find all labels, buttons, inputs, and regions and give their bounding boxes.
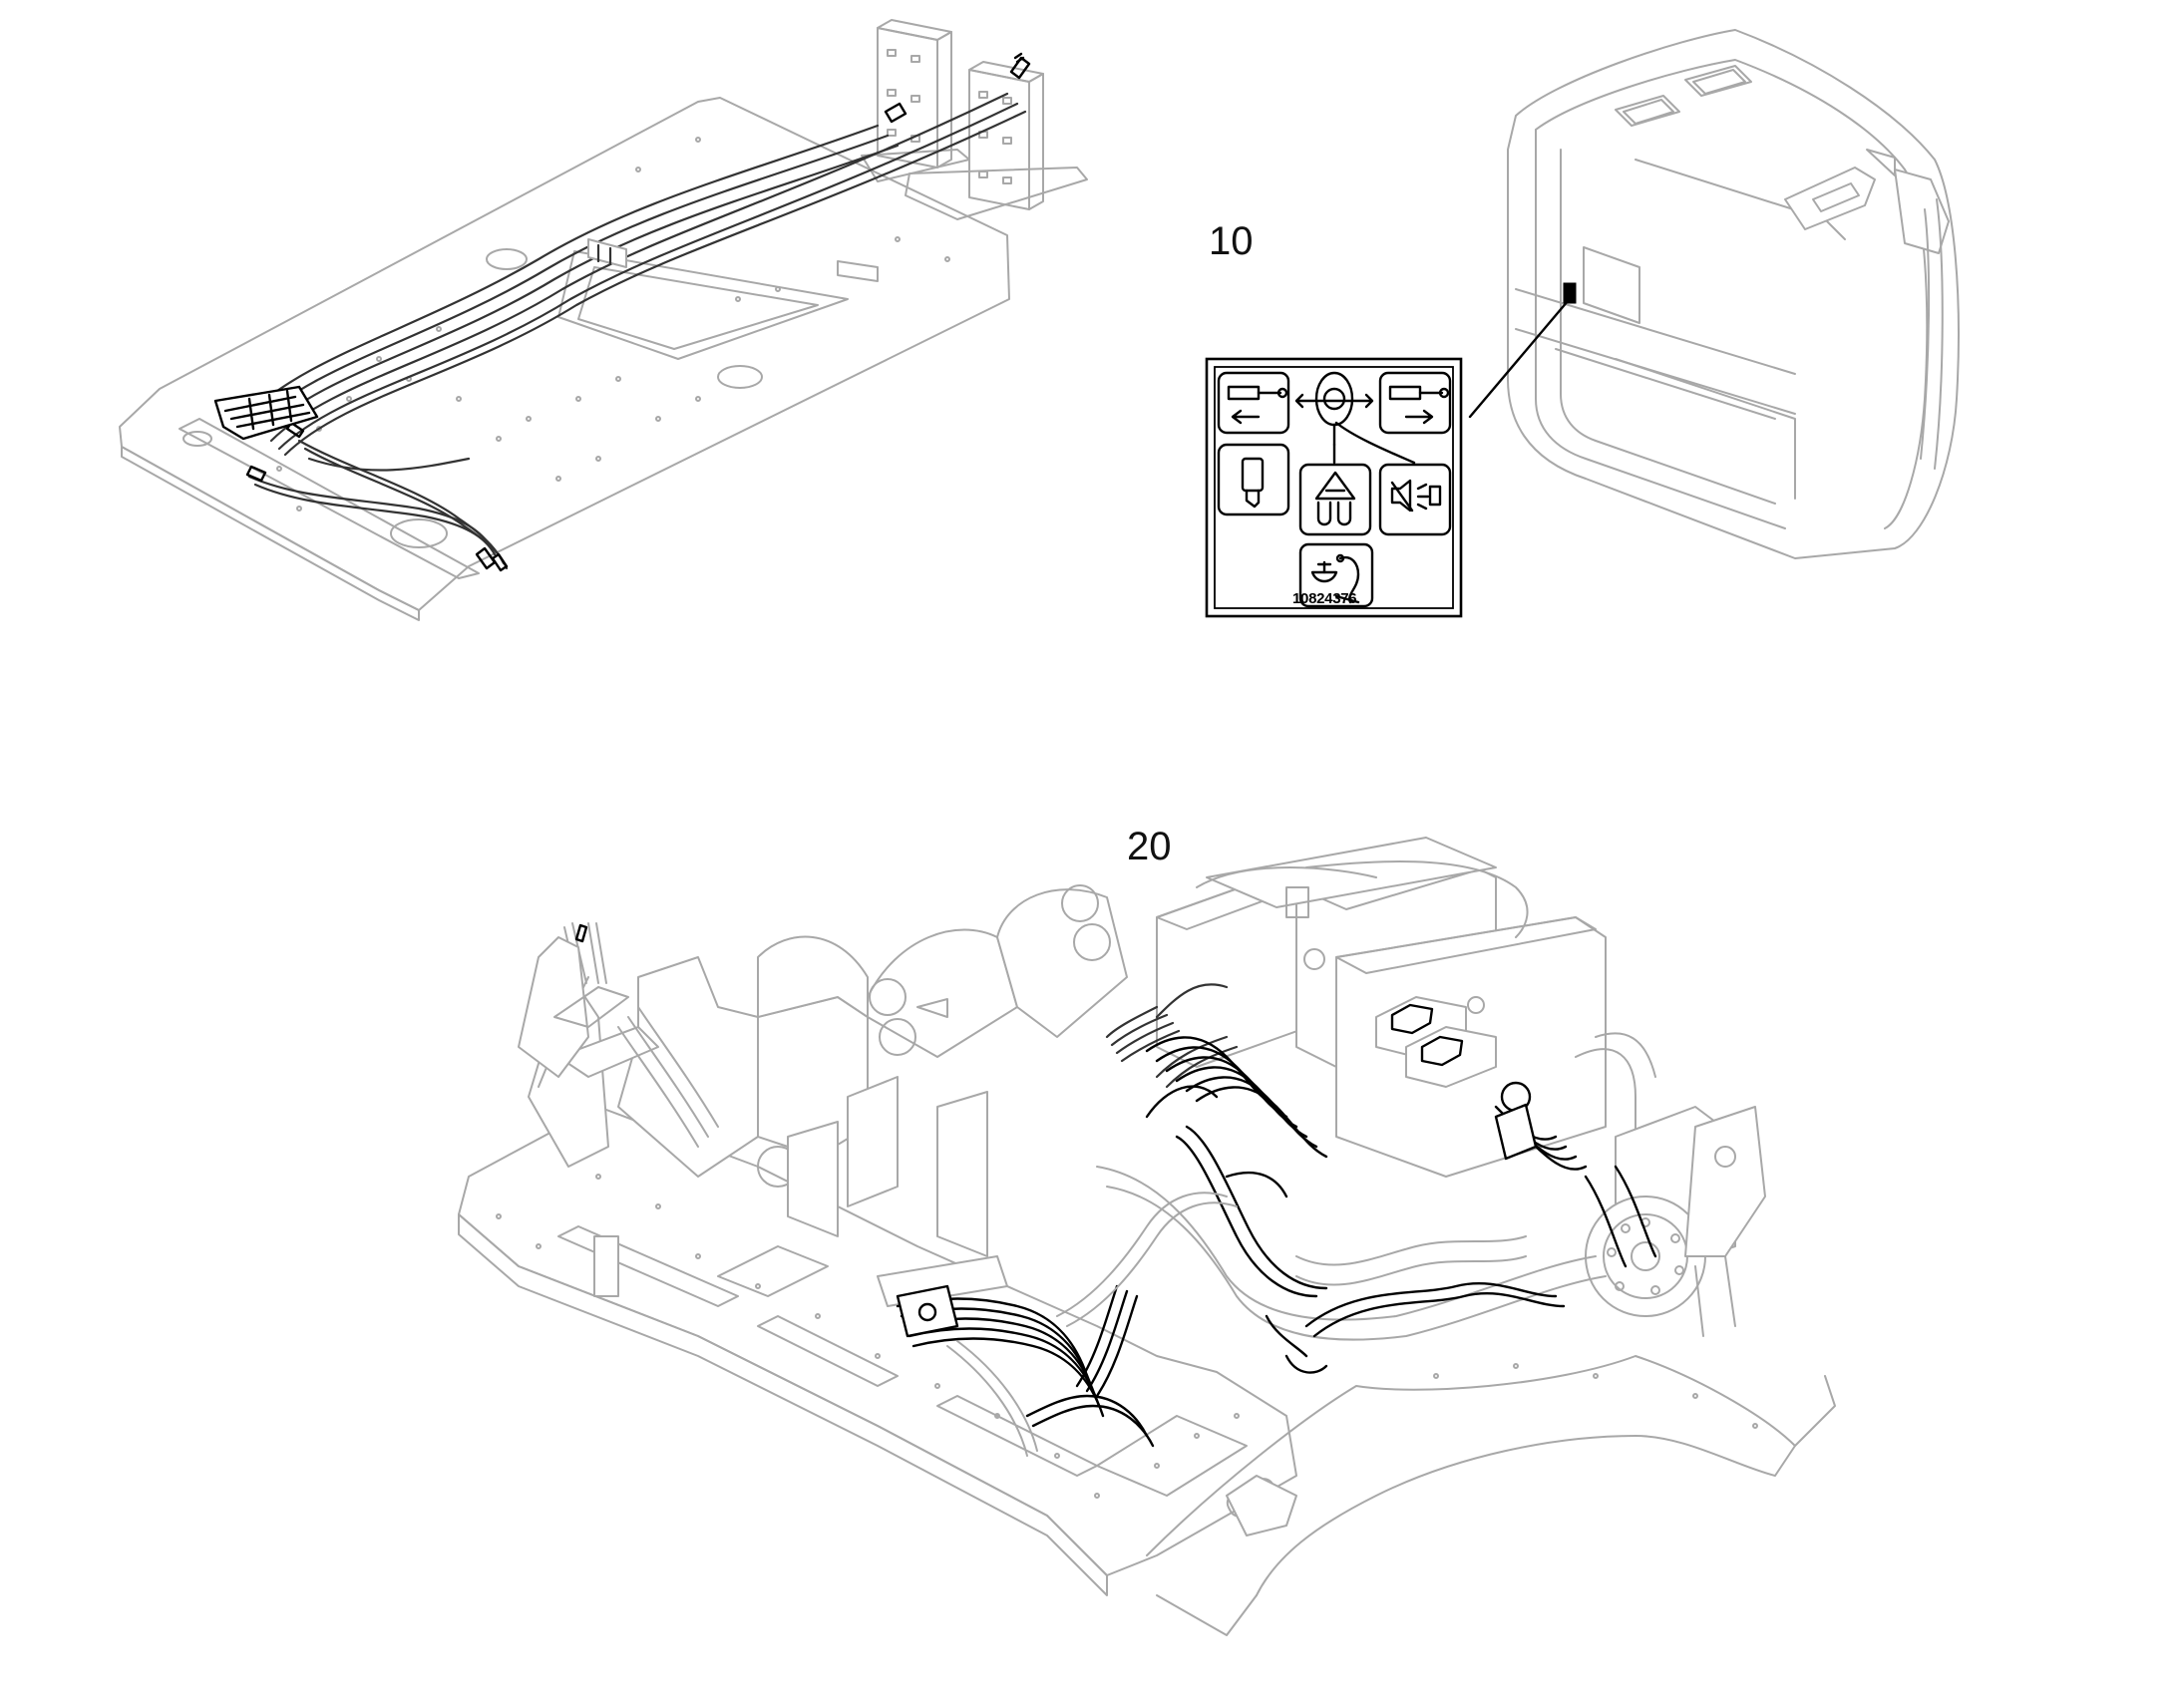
upper-frame-engine-assembly xyxy=(458,837,1836,1636)
floor-plate-assembly xyxy=(119,19,1088,621)
boom-lift-icon xyxy=(1298,542,1374,608)
cylinder-retract-icon xyxy=(1217,371,1290,435)
rotating-joystick-icon xyxy=(1294,371,1416,465)
warning-triangle-icon xyxy=(1298,463,1372,536)
callout-item-10: 10 xyxy=(1209,219,1254,263)
pressure-switch-icon xyxy=(1217,443,1290,516)
decal-part-number: 10824376 xyxy=(1292,590,1357,607)
horn-mute-icon xyxy=(1378,463,1452,536)
callout-item-20: 20 xyxy=(1127,825,1172,868)
cylinder-extend-icon xyxy=(1378,371,1452,435)
operator-cab xyxy=(1468,29,1960,559)
decal-sticker xyxy=(1205,357,1463,618)
